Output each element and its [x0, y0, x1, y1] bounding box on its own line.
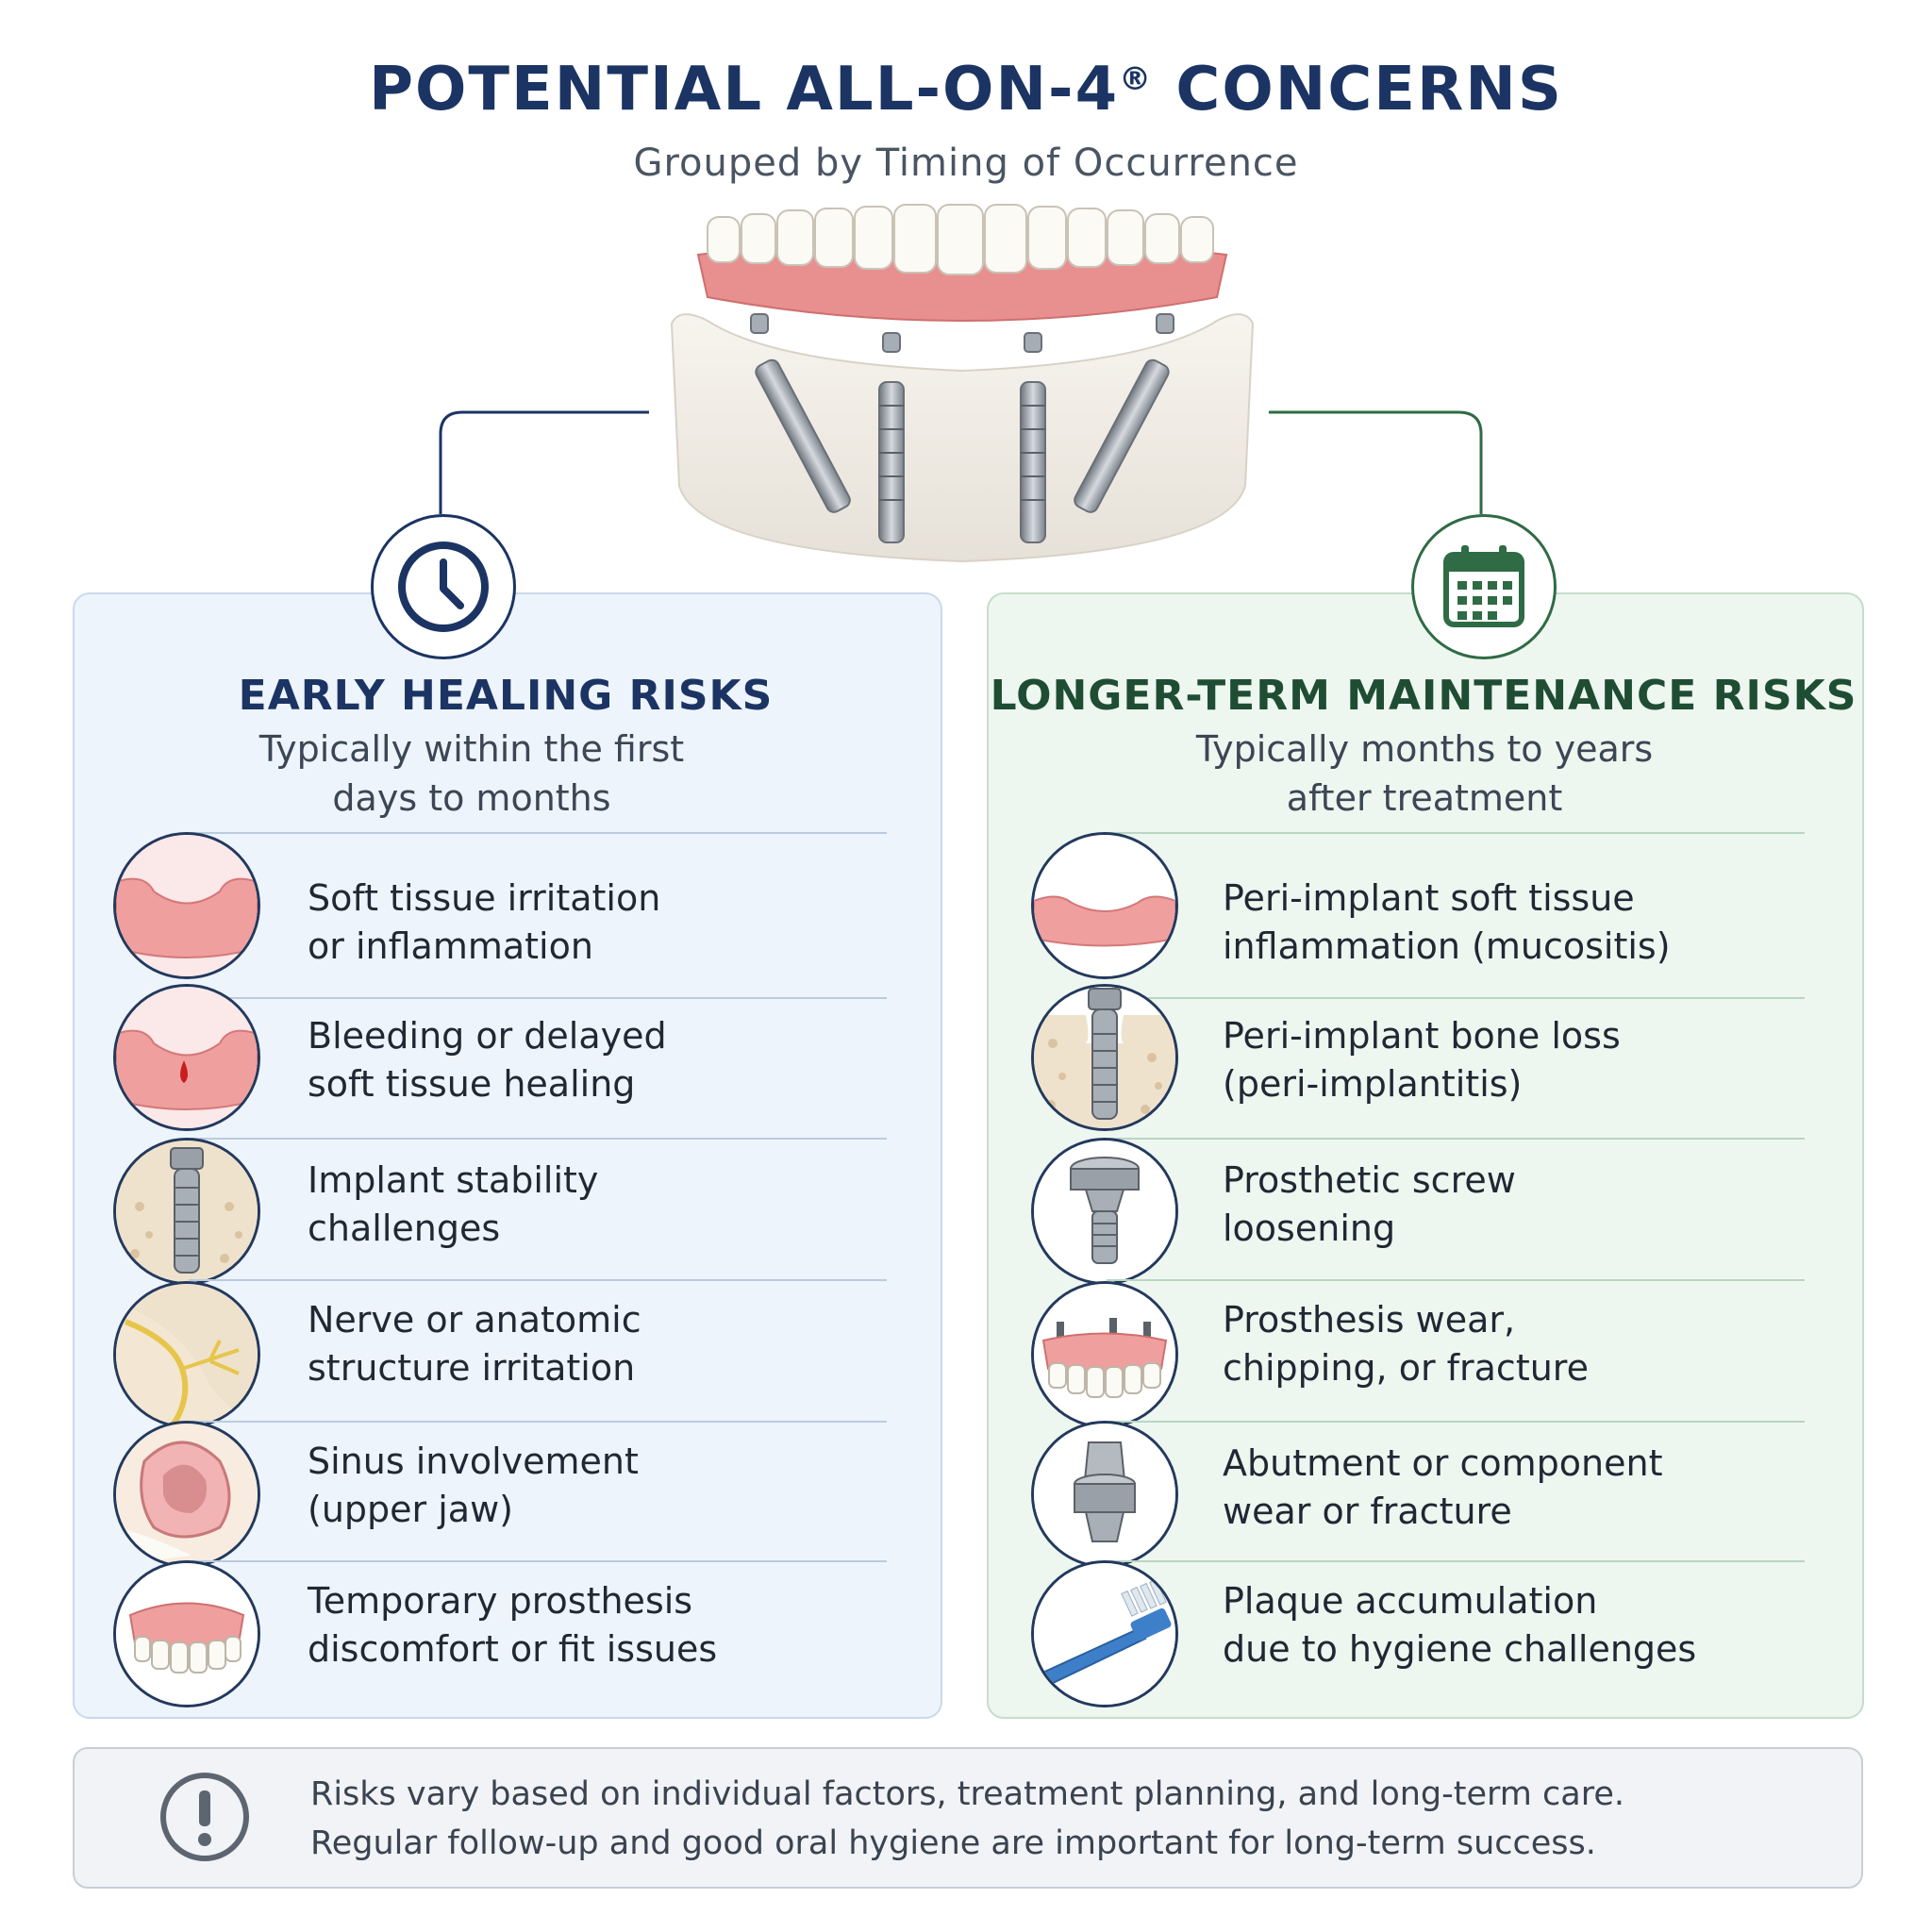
- disclaimer-text: Risks vary based on individual factors, …: [310, 1770, 1624, 1868]
- all-on-4-illustration-icon: [670, 204, 1255, 563]
- item-label: Abutment or component wear or fracture: [1223, 1442, 1663, 1532]
- gum-icon: [1031, 832, 1178, 979]
- title-suffix: CONCERNS: [1153, 55, 1563, 125]
- implant-in-bone-icon: [113, 1138, 260, 1285]
- list-item: Sinus involvement (upper jaw): [113, 1400, 887, 1568]
- item-label: Prosthetic screw loosening: [1223, 1159, 1516, 1249]
- page-subtitle: Grouped by Timing of Occurrence: [633, 142, 1299, 185]
- page-title: POTENTIAL ALL-ON-4® CONCERNS: [0, 55, 1932, 125]
- gum-icon: [113, 832, 260, 979]
- item-label: Peri-implant soft tissue inflammation (m…: [1223, 877, 1671, 967]
- list-item: Abutment or component wear or fracture: [1031, 1400, 1805, 1568]
- item-label: Nerve or anatomic structure irritation: [308, 1299, 641, 1389]
- list-item: Prosthetic screw loosening: [1031, 1115, 1805, 1285]
- list-item: Nerve or anatomic structure irritation: [113, 1258, 887, 1428]
- prosthesis-icon: [1031, 1281, 1178, 1428]
- item-label: Soft tissue irritation or inflammation: [308, 877, 661, 967]
- list-item: Prosthesis wear, chipping, or fracture: [1031, 1258, 1805, 1428]
- list-item: Peri-implant bone loss (peri-implantitis…: [1031, 973, 1805, 1131]
- bleeding-gum-icon: [113, 984, 260, 1131]
- early-healing-title: EARLY HEALING RISKS: [238, 672, 774, 720]
- exclamation-icon: [160, 1773, 249, 1861]
- item-label: Implant stability challenges: [308, 1159, 599, 1249]
- item-label: Sinus involvement (upper jaw): [308, 1441, 639, 1530]
- item-label: Temporary prosthesis discomfort or fit i…: [308, 1580, 718, 1670]
- disclaimer-line-2: Regular follow-up and good oral hygiene …: [310, 1824, 1596, 1862]
- item-label: Bleeding or delayed soft tissue healing: [308, 1015, 667, 1105]
- list-item: Bleeding or delayed soft tissue healing: [113, 973, 887, 1131]
- nerve-icon: [113, 1281, 260, 1428]
- list-item: Implant stability challenges: [113, 1115, 887, 1285]
- calendar-icon: [1411, 514, 1557, 659]
- denture-icon: [113, 1560, 260, 1707]
- long-term-subtitle: Typically months to years after treatmen…: [1195, 728, 1654, 819]
- abutment-icon: [1031, 1421, 1178, 1568]
- clock-icon: [371, 514, 516, 659]
- list-item: Plaque accumulation due to hygiene chall…: [1031, 1540, 1805, 1707]
- sinus-icon: [113, 1421, 260, 1568]
- disclaimer-box: Risks vary based on individual factors, …: [73, 1747, 1863, 1889]
- list-item: Peri-implant soft tissue inflammation (m…: [1031, 832, 1805, 979]
- registered-mark: ®: [1119, 60, 1154, 98]
- item-label: Peri-implant bone loss (peri-implantitis…: [1223, 1015, 1621, 1105]
- list-item: Soft tissue irritation or inflammation: [113, 832, 887, 979]
- toothbrush-icon: [1031, 1560, 1178, 1707]
- early-healing-subtitle: Typically within the first days to month…: [258, 728, 685, 819]
- implant-bone-loss-icon: [1031, 984, 1178, 1131]
- item-label: Plaque accumulation due to hygiene chall…: [1223, 1580, 1697, 1670]
- list-item: Temporary prosthesis discomfort or fit i…: [113, 1540, 887, 1707]
- long-term-title: LONGER-TERM MAINTENANCE RISKS: [990, 672, 1857, 720]
- title-text: POTENTIAL ALL-ON-4: [369, 55, 1120, 125]
- disclaimer-line-1: Risks vary based on individual factors, …: [310, 1775, 1624, 1813]
- screw-icon: [1031, 1138, 1178, 1285]
- item-label: Prosthesis wear, chipping, or fracture: [1223, 1299, 1589, 1389]
